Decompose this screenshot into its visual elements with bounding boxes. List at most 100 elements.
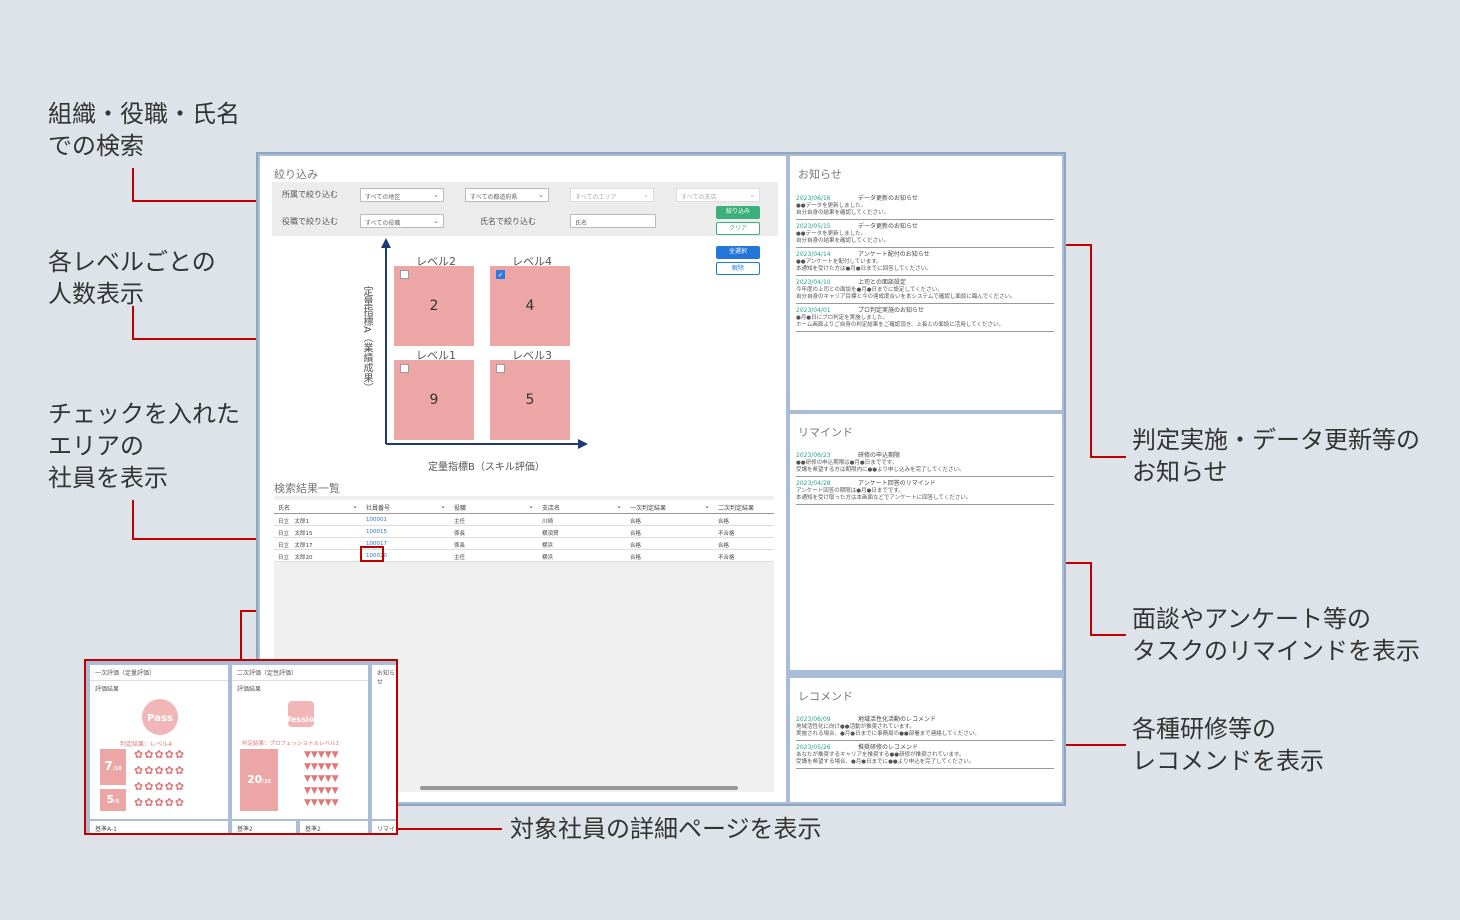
branch-select[interactable]: すべての支店⌄ — [676, 188, 760, 202]
level-checkbox[interactable] — [400, 270, 409, 279]
detail-notice-title: お知らせ — [377, 670, 396, 686]
column-header[interactable]: 社員番号⌄ — [362, 500, 450, 513]
notice-title: お知らせ — [798, 168, 842, 181]
clear-filter-button[interactable]: クリア — [716, 222, 760, 235]
item-divider — [796, 476, 1054, 477]
column-label: 氏名 — [278, 505, 291, 512]
cell-first-result: 合格 — [630, 555, 642, 561]
employee-id-link[interactable]: 100017 — [366, 541, 387, 547]
level-label: レベル2 — [416, 255, 456, 268]
level-cell-4[interactable]: ✓4 — [490, 266, 570, 346]
apply-filter-button[interactable]: 絞り込み — [716, 206, 760, 219]
eval-result-label: 評価結果 — [237, 686, 262, 693]
chevron-down-icon: ⌄ — [433, 217, 439, 225]
item-divider — [796, 219, 1054, 220]
cell-second-result: 不合格 — [718, 531, 735, 537]
level-count: 2 — [429, 298, 439, 314]
prefecture-value: すべての都道府県 — [470, 194, 518, 201]
rating-icons: ✿✿✿✿✿✿✿✿✿✿✿✿✿✿✿✿✿✿✿✿ — [134, 748, 186, 809]
cell-branch: 横浜 — [542, 555, 554, 561]
leader-line — [132, 200, 264, 202]
employee-id-link[interactable]: 100001 — [366, 517, 387, 523]
leader-line — [398, 828, 502, 830]
item-body: あなたが推奨するキャリアを推奨する●●研修が推奨されています。 受講を希望する場… — [796, 752, 975, 765]
employee-id-link[interactable]: 100020 — [366, 553, 387, 559]
dept-filter-label: 所属で絞り込む — [282, 190, 338, 199]
callout-detail: 対象社員の詳細ページを表示 — [510, 815, 822, 843]
item-date: 2023/05/15 — [796, 223, 831, 230]
column-header[interactable]: 一次判定結果⌄ — [626, 500, 714, 513]
column-header[interactable]: 役職⌄ — [450, 500, 538, 513]
eval-result-label: 評価結果 — [95, 686, 120, 693]
item-divider — [796, 331, 1054, 332]
first-eval-title: 一次評価（定量評価） — [90, 665, 228, 681]
column-header[interactable]: 支店名⌄ — [538, 500, 626, 513]
table-header: 氏名⌄ 社員番号⌄ 役職⌄ 支店名⌄ 一次判定結果⌄ 二次判定結果 — [274, 500, 774, 514]
region-select[interactable]: すべての地区⌄ — [360, 188, 444, 202]
highlight-box — [360, 546, 384, 562]
chevron-down-icon: ⌄ — [538, 191, 544, 199]
item-heading: データ更新のお知らせ — [858, 195, 918, 202]
horizontal-scrollbar[interactable] — [420, 786, 738, 790]
table-row[interactable]: 日立 太郎1 100001 主任 川崎 合格 合格 — [274, 514, 774, 526]
table-row[interactable]: 日立 太郎15 100015 係長 横須賀 合格 不合格 — [274, 526, 774, 538]
position-select[interactable]: すべての役職⌄ — [360, 214, 444, 228]
cell-branch: 横須賀 — [542, 531, 559, 537]
item-divider — [796, 275, 1054, 276]
leader-line — [132, 538, 270, 540]
level-cell-2[interactable]: 2 — [394, 266, 474, 346]
prefecture-select[interactable]: すべての都道府県 ⌄ — [465, 188, 549, 202]
column-header[interactable]: 二次判定結果 — [714, 500, 774, 513]
level-checkbox[interactable] — [400, 364, 409, 373]
level-cell-1[interactable]: 9 — [394, 360, 474, 440]
level-checkbox-checked[interactable]: ✓ — [496, 270, 505, 279]
callout-checked-area: チェックを入れた エリアの 社員を表示 — [48, 400, 240, 492]
item-body: ●月●日にプロ判定を実施しました。 ホーム画面よりご自身の判定結果をご確認頂き、… — [796, 315, 1004, 328]
select-all-button[interactable]: 全選択 — [716, 246, 760, 259]
footer-panel: 基準A-1 — [90, 821, 228, 833]
matrix-axes — [381, 238, 588, 449]
item-date: 2023/04/10 — [796, 279, 831, 286]
recommend-title: レコメンド — [798, 690, 853, 703]
cell-name: 日立 太郎20 — [278, 555, 313, 561]
cell-first-result: 合格 — [630, 543, 642, 549]
item-body: ●●研修の申込期限は●月●日までです。 受講を希望する方は期限内に●●より申し込… — [796, 460, 965, 473]
item-date: 2023/06/09 — [796, 716, 831, 723]
leader-line — [132, 500, 134, 540]
table-row[interactable]: 日立 太郎20 100020 主任 横浜 合格 不合格 — [274, 550, 774, 562]
level-checkbox[interactable] — [496, 364, 505, 373]
cell-second-result: 不合格 — [718, 555, 735, 561]
y-axis-label: 定量指標A（業績成果） — [361, 286, 372, 393]
footer-panel: 基準2 — [300, 821, 368, 833]
detail-notice-panel: お知らせ — [372, 665, 396, 819]
second-eval-panel: 二次評価（定性評価） 評価結果 Professional 判定結果：プロフェッシ… — [232, 665, 368, 819]
cell-second-result: 合格 — [718, 519, 730, 525]
item-heading: 地域活性化活動のレコメンド — [858, 716, 937, 723]
column-label: 社員番号 — [366, 505, 391, 512]
name-input[interactable]: 氏名 — [570, 214, 656, 228]
level-cell-3[interactable]: 5 — [490, 360, 570, 440]
level-label: レベル1 — [416, 349, 456, 362]
x-axis-label: 定量指標B（スキル評価） — [428, 462, 545, 473]
chevron-down-icon: ⌄ — [433, 191, 439, 199]
table-row[interactable]: 日立 太郎17 100017 係長 横浜 合格 合格 — [274, 538, 774, 550]
employee-id-link[interactable]: 100015 — [366, 529, 387, 535]
cell-name: 日立 太郎17 — [278, 543, 313, 549]
deselect-button[interactable]: 解除 — [716, 262, 760, 275]
column-header[interactable]: 氏名⌄ — [274, 500, 362, 513]
score-block: 7/10 — [100, 749, 126, 785]
cell-position: 主任 — [454, 519, 466, 525]
item-heading: データ更新のお知らせ — [858, 223, 918, 230]
area-select[interactable]: すべてのエリア⌄ — [570, 188, 654, 202]
item-date: 2023/04/14 — [796, 251, 831, 258]
badge-label: Pass — [147, 713, 173, 724]
